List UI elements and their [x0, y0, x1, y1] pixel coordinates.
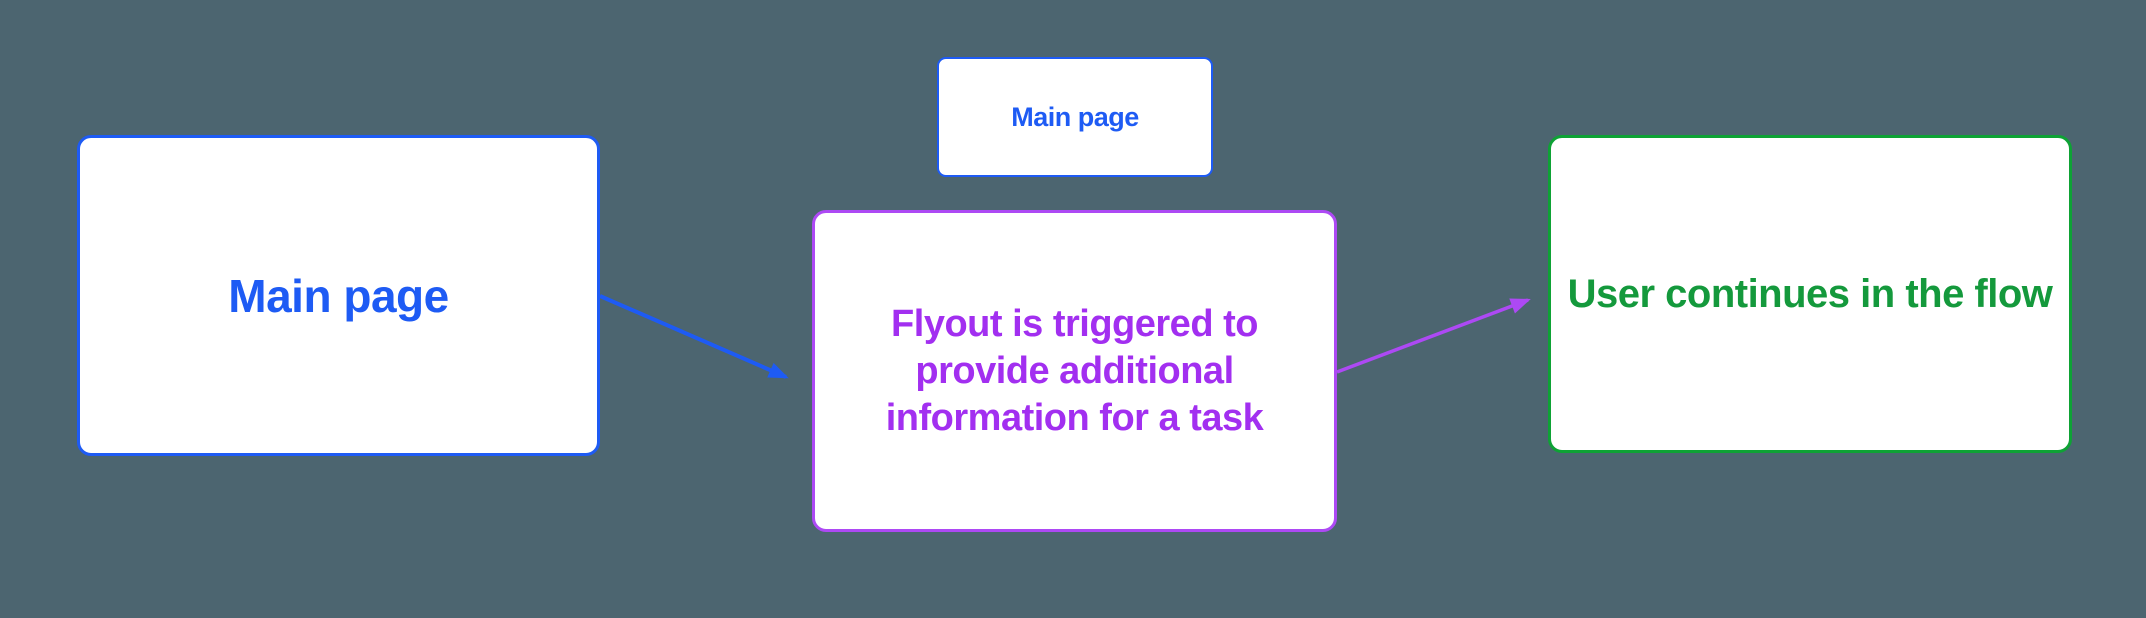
node-main-page-mini[interactable]: Main page: [937, 57, 1213, 177]
node-user-continues-label: User continues in the flow: [1567, 271, 2053, 316]
node-main-page[interactable]: Main page: [77, 135, 600, 456]
edge-main-to-flyout[interactable]: [599, 294, 789, 379]
node-main-page-label: Main page: [228, 269, 449, 322]
node-flyout-label-line2: provide additional: [915, 349, 1234, 392]
node-flyout-label-line3: information for a task: [885, 396, 1264, 439]
node-user-continues[interactable]: User continues in the flow: [1548, 135, 2072, 453]
node-flyout-label: Flyout is triggered to provide additiona…: [886, 301, 1264, 442]
edge-flyout-to-continue[interactable]: [1336, 298, 1531, 374]
node-main-page-mini-label: Main page: [1011, 101, 1139, 132]
node-flyout-label-line1: Flyout is triggered to: [891, 302, 1258, 345]
node-flyout[interactable]: Flyout is triggered to provide additiona…: [812, 210, 1337, 532]
